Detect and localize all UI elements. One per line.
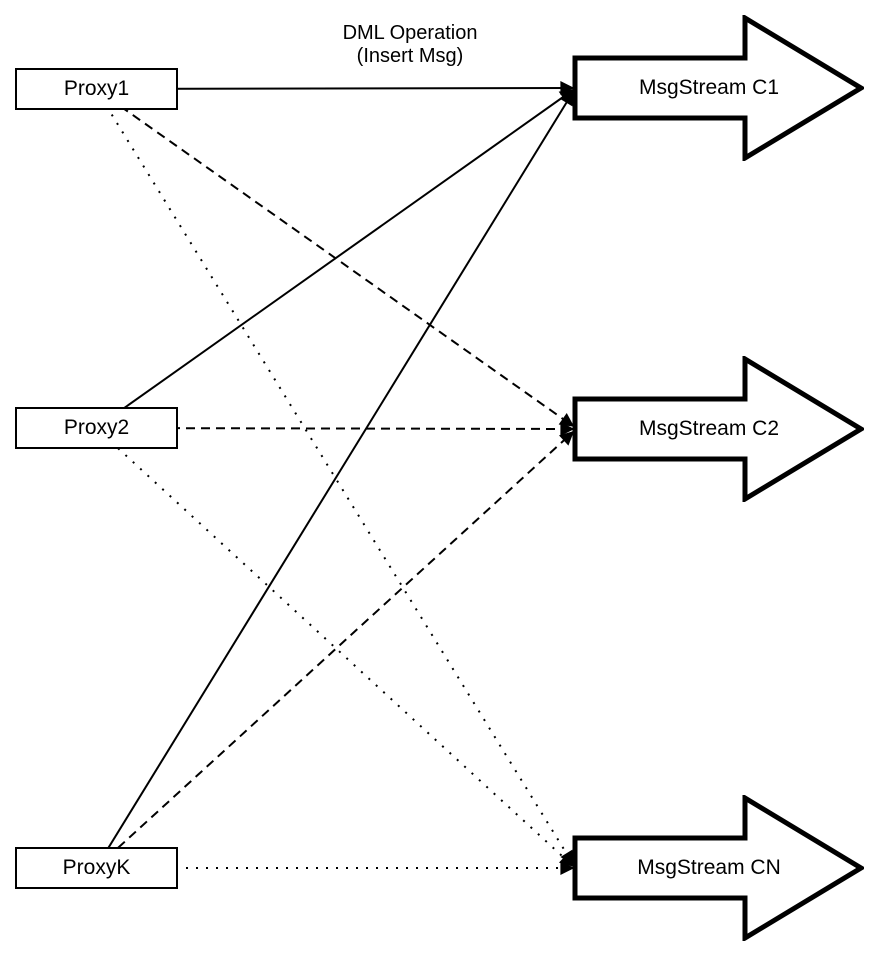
edge-proxy1-msgstream-cn xyxy=(95,88,574,866)
edge-proxy2-msgstream-cn xyxy=(95,427,575,867)
edge-label-line2: (Insert Msg) xyxy=(356,45,464,67)
node-msgstream-c1-label: MsgStream C1 xyxy=(638,76,780,99)
edge-proxy1-msgstream-c2 xyxy=(95,88,575,427)
fat-arrow-shape xyxy=(572,795,864,941)
node-msgstream-c2-label: MsgStream C2 xyxy=(638,417,780,440)
node-proxy2: Proxy2 xyxy=(15,407,178,449)
edge-label-line1: DML Operation xyxy=(342,22,478,44)
edge-label: DML Operation (Insert Msg) xyxy=(300,22,520,68)
node-msgstream-c2: MsgStream C2 xyxy=(572,356,864,502)
node-msgstream-c1: MsgStream C1 xyxy=(572,15,864,161)
node-msgstream-cn: MsgStream CN xyxy=(572,795,864,941)
edge-proxy2-msgstream-c1 xyxy=(95,89,575,429)
node-proxy1-label: Proxy1 xyxy=(63,77,130,100)
fat-arrow-shape xyxy=(572,356,864,502)
node-proxyk-label: ProxyK xyxy=(62,856,131,879)
node-msgstream-cn-label: MsgStream CN xyxy=(637,856,781,879)
edge-proxyk-msgstream-c1 xyxy=(95,90,574,869)
edge-proxyk-msgstream-c2 xyxy=(95,431,575,869)
fat-arrow-shape xyxy=(572,15,864,161)
node-proxy1: Proxy1 xyxy=(15,68,178,110)
node-proxyk: ProxyK xyxy=(15,847,178,889)
node-proxy2-label: Proxy2 xyxy=(63,416,130,439)
